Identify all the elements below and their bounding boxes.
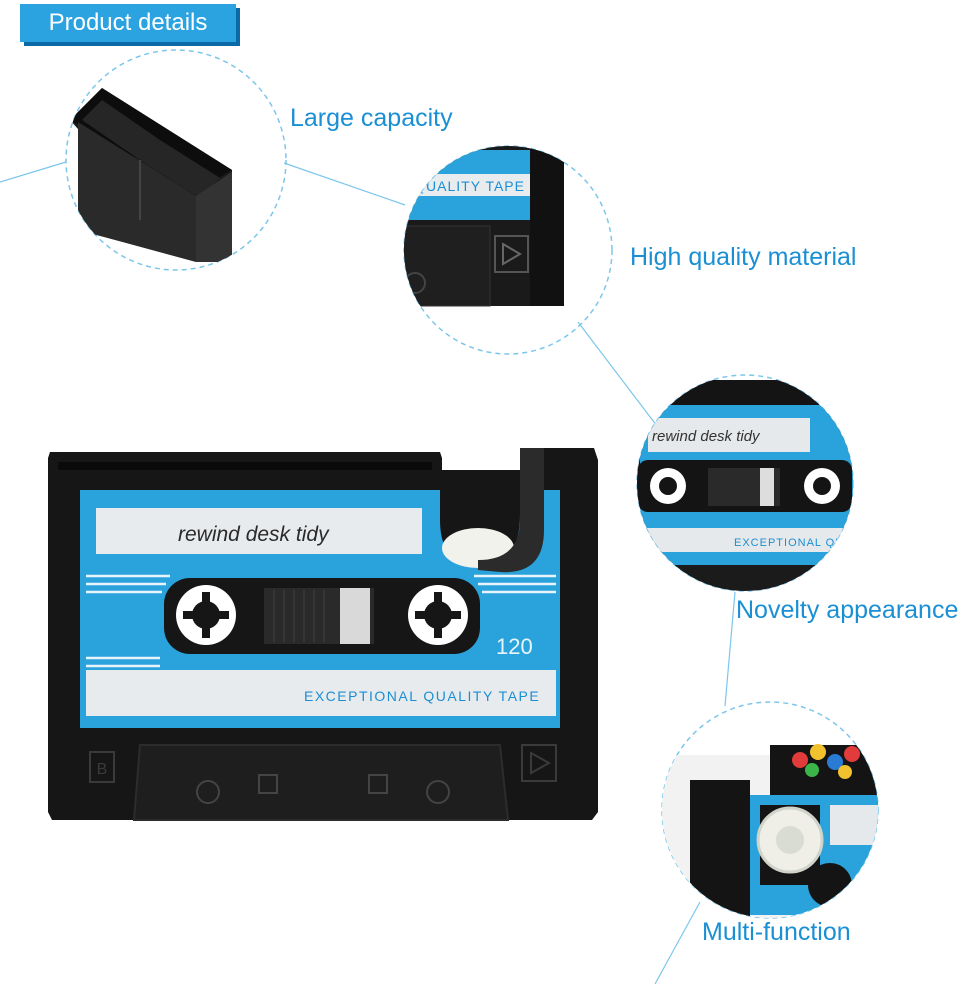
detail-novelty-image: rewind desk tidy EXCEPTIONAL QUA: [637, 380, 853, 591]
detail-compartments-image: [70, 88, 232, 262]
svg-text:B: B: [97, 761, 108, 778]
connector-lines: [0, 161, 736, 984]
svg-text:rewind desk tidy: rewind desk tidy: [652, 428, 761, 445]
tape-number: 120: [496, 634, 533, 659]
left-reel: [176, 585, 236, 645]
section-header-badge: Product details: [20, 4, 236, 42]
cassette-label-text: rewind desk tidy: [178, 523, 330, 546]
feature-high-quality-material: High quality material: [630, 243, 857, 271]
feature-large-capacity: Large capacity: [290, 104, 453, 132]
section-header-title: Product details: [48, 9, 208, 36]
feature-multi-function: Multi-function: [702, 918, 851, 946]
svg-text:QUALITY TAPE: QUALITY TAPE: [414, 178, 525, 194]
detail-material-image: QUALITY TAPE: [404, 146, 564, 307]
svg-text:EXCEPTIONAL QUA: EXCEPTIONAL QUA: [734, 537, 853, 549]
feature-novelty-appearance: Novelty appearance: [736, 596, 959, 624]
cassette-dispenser-image: rewind desk tidy: [48, 448, 598, 821]
right-reel: [408, 585, 468, 645]
detail-multifunction-image: [662, 744, 878, 918]
cassette-tagline: EXCEPTIONAL QUALITY TAPE: [304, 688, 540, 704]
